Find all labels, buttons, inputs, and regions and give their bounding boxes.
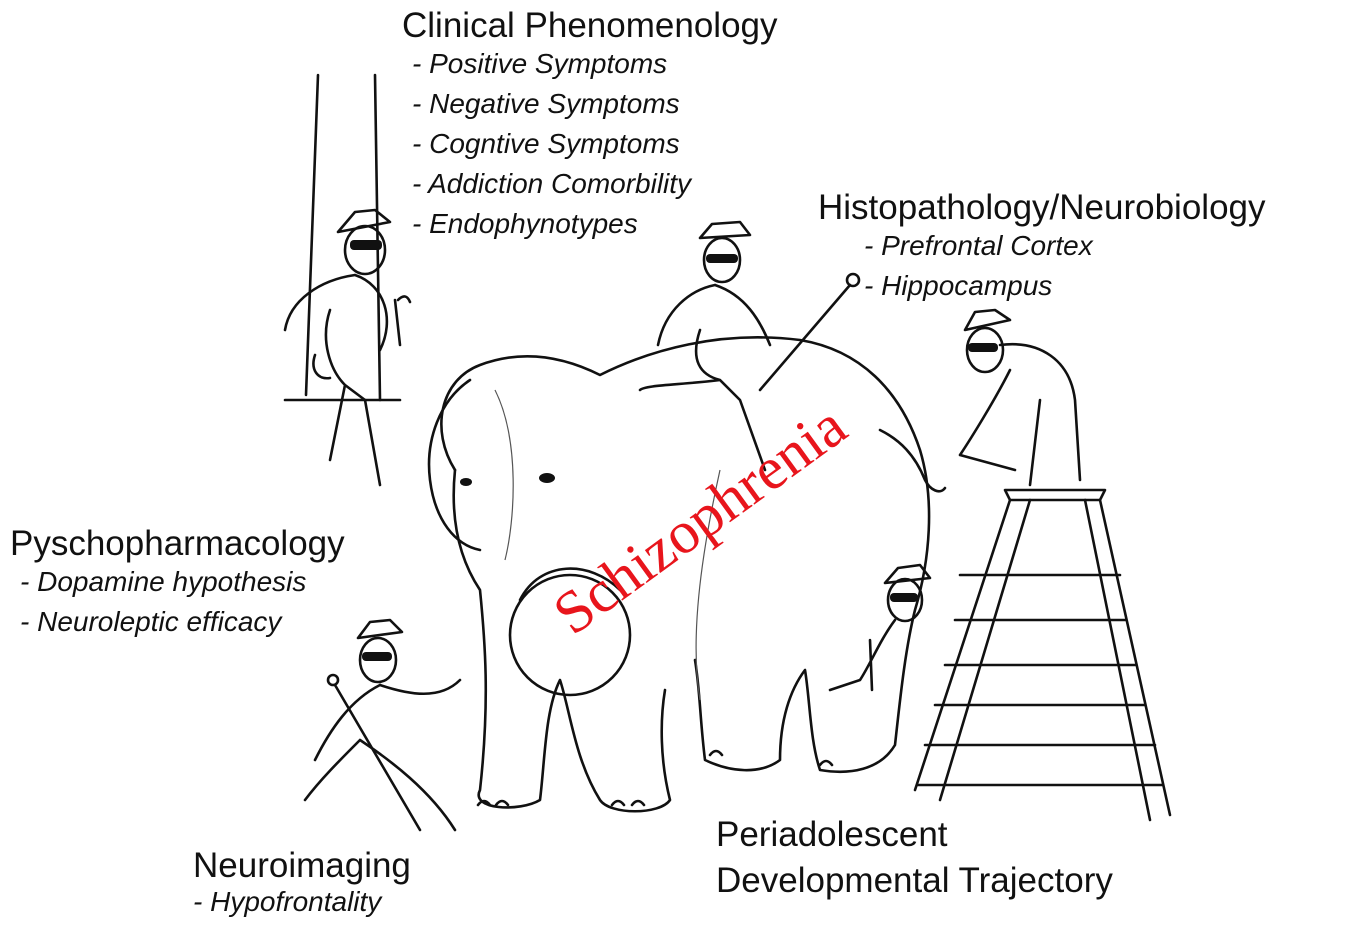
cognitive-symptoms-item: - Cogntive Symptoms xyxy=(412,124,778,164)
clinical-phenomenology-heading: Clinical Phenomenology xyxy=(402,6,778,46)
neuroimaging-heading: Neuroimaging xyxy=(193,846,411,886)
neuroleptic-efficacy-item: - Neuroleptic efficacy xyxy=(20,602,345,642)
hypofrontality-item: - Hypofrontality xyxy=(193,882,411,922)
swing-figure xyxy=(285,75,410,485)
positive-symptoms-item: - Positive Symptoms xyxy=(412,44,778,84)
developmental-group: Periadolescent Developmental Trajectory xyxy=(716,812,1113,904)
neuroimaging-group: Neuroimaging - Hypofrontality xyxy=(193,846,411,922)
negative-symptoms-item: - Negative Symptoms xyxy=(412,84,778,124)
developmental-heading-line1: Periadolescent xyxy=(716,812,1113,858)
psychopharmacology-group: Pyschopharmacology - Dopamine hypothesis… xyxy=(10,524,345,642)
elephant xyxy=(429,337,945,811)
kneeling-figure xyxy=(305,620,460,830)
peeking-figure xyxy=(830,565,930,690)
histopathology-group: Histopathology/Neurobiology - Prefrontal… xyxy=(818,188,1266,306)
hippocampus-item: - Hippocampus xyxy=(864,266,1266,306)
prefrontal-cortex-item: - Prefrontal Cortex xyxy=(864,226,1266,266)
psychopharmacology-heading: Pyschopharmacology xyxy=(10,524,345,564)
histopathology-heading: Histopathology/Neurobiology xyxy=(818,188,1266,228)
addiction-comorbidity-item: - Addiction Comorbility xyxy=(412,164,778,204)
endophenotypes-item: - Endophynotypes xyxy=(412,204,778,244)
dopamine-hypothesis-item: - Dopamine hypothesis xyxy=(20,562,345,602)
ladder-figure xyxy=(915,310,1170,820)
clinical-phenomenology-group: Clinical Phenomenology - Positive Sympto… xyxy=(402,6,778,244)
developmental-heading-line2: Developmental Trajectory xyxy=(716,858,1113,904)
